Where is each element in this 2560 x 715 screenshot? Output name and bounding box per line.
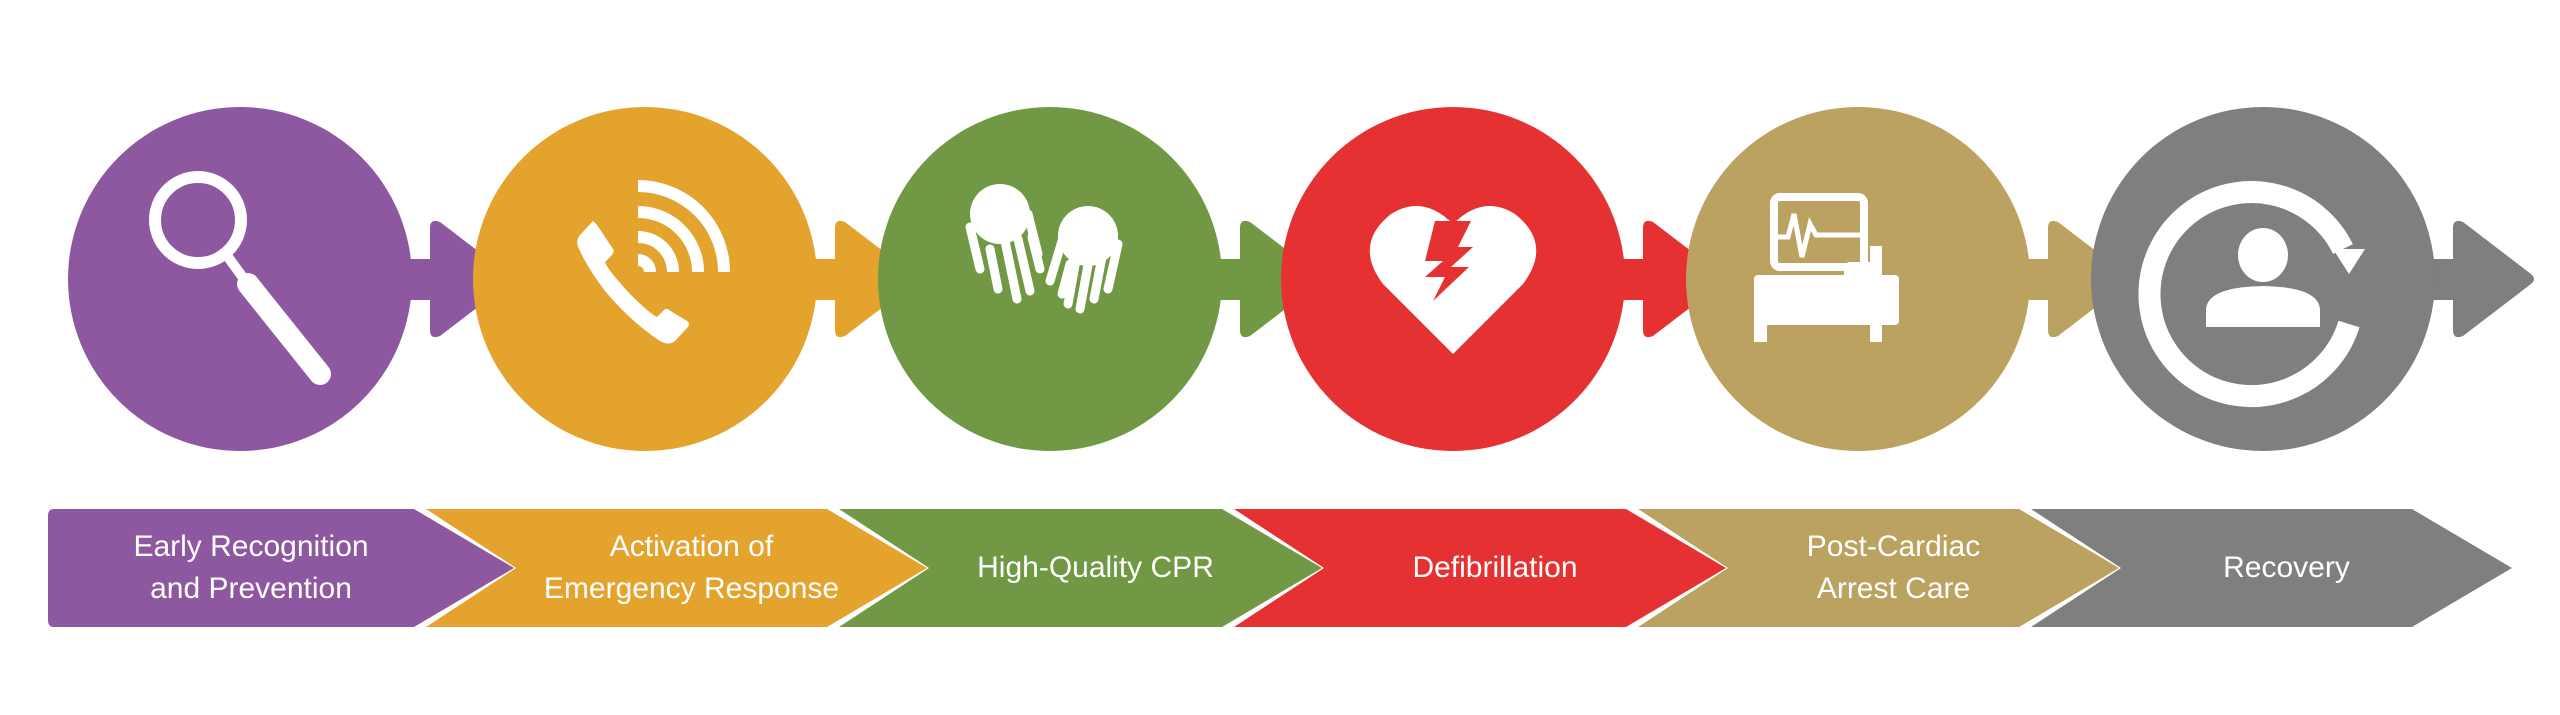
connector-arrow (1603, 220, 1724, 338)
connector-arrow (795, 220, 916, 338)
magnifier-icon (149, 171, 331, 385)
stage-label: Post-Cardiac Arrest Care (1806, 530, 1981, 605)
stage-chevron (1638, 509, 2119, 627)
stage-label: Recovery (2223, 551, 2350, 584)
connector-arrow (2008, 220, 2129, 338)
connector-arrow (1200, 220, 1321, 338)
cpr-hands-icon (965, 184, 1123, 314)
stage-label: Early Recognition and Prevention (133, 530, 369, 605)
stage-label: High-Quality CPR (977, 551, 1214, 584)
stage-label: Defibrillation (1412, 551, 1578, 584)
stage-chevron (426, 509, 927, 627)
person-cycle-icon (2138, 181, 2365, 407)
heart-lightning-icon (1369, 206, 1537, 354)
stage-chevron (48, 509, 514, 627)
connector-arrow (2413, 220, 2534, 338)
stage-chevron (2031, 509, 2512, 627)
hospital-bed-monitor-icon (1754, 193, 1899, 342)
connector-arrow (390, 220, 511, 338)
stage-chevron (839, 509, 1322, 627)
stage-chevron (1234, 509, 1726, 627)
phone-call-icon (577, 180, 730, 344)
stage-label: Activation of Emergency Response (543, 530, 840, 605)
stage-circle (473, 107, 817, 451)
